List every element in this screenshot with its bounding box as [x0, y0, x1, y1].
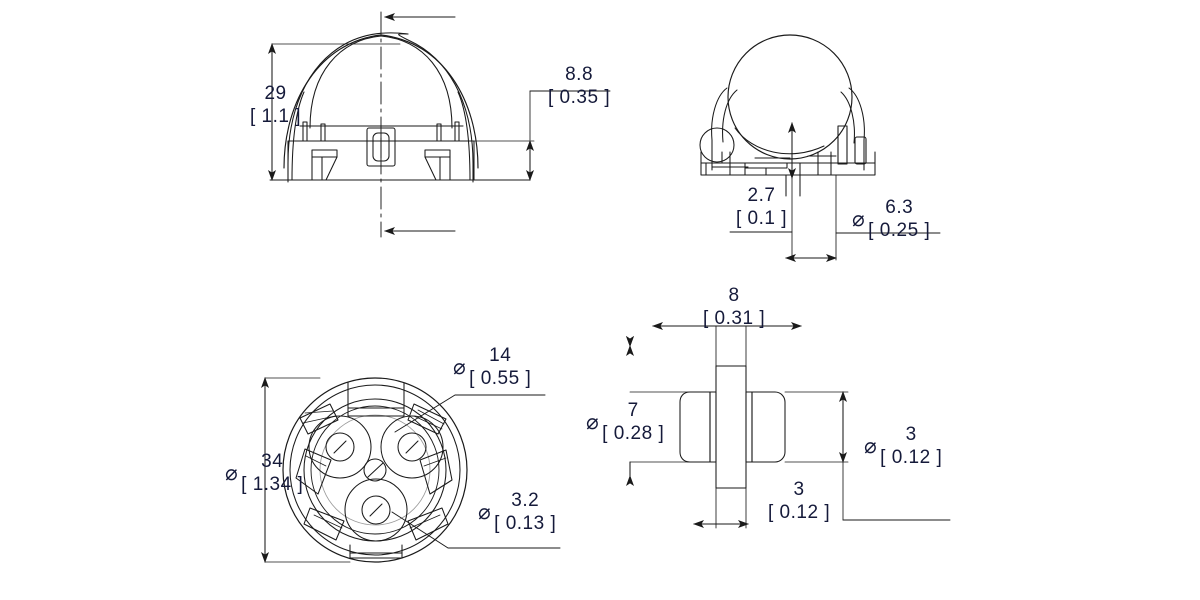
dim-alt-value: [ 0.12 ]	[768, 502, 831, 523]
dim-value: 7	[627, 400, 639, 421]
dimension-text-length-8: 8 [ 0.31 ]	[703, 284, 765, 330]
side-elevation-geometry	[699, 34, 876, 197]
dimension-line-2-7	[729, 122, 796, 259]
dimension-line-3-len	[693, 487, 749, 529]
diameter-icon: ⌀	[852, 207, 866, 231]
dimension-line-29	[268, 43, 401, 181]
dimension-text-offset-8-8: 8.8 [ 0.35 ]	[548, 63, 610, 109]
dimension-text-diameter-3: ⌀ 3 [ 0.12 ]	[864, 423, 942, 469]
dim-alt-value: [ 0.13 ]	[494, 513, 557, 534]
diameter-icon: ⌀	[864, 434, 878, 458]
dim-value: 34	[261, 451, 284, 472]
dim-alt-value: [ 0.28 ]	[602, 423, 665, 444]
dim-alt-value: [ 0.35 ]	[548, 87, 611, 108]
dimension-line-3-dia	[784, 391, 951, 521]
dimension-text-diameter-7: ⌀ 7 [ 0.28 ]	[586, 399, 664, 445]
dim-alt-value: [ 0.1 ]	[736, 208, 788, 229]
dim-alt-value: [ 1.1 ]	[250, 106, 302, 127]
dim-value: 14	[489, 345, 512, 366]
dim-value: 8.8	[565, 64, 594, 85]
pin-detail-geometry	[679, 365, 786, 489]
dimension-line-6-3	[785, 174, 941, 262]
bottom-plan-geometry	[282, 377, 468, 563]
diameter-icon: ⌀	[586, 410, 600, 434]
leader-line-3-2	[391, 511, 561, 549]
dim-value: 2.7	[747, 185, 776, 206]
dimension-text-diameter-3-2: ⌀ 3.2 [ 0.13 ]	[478, 489, 556, 535]
dimension-text-diameter-6-3: ⌀ 6.3 [ 0.25 ]	[852, 196, 930, 242]
dim-value: 3.2	[511, 490, 540, 511]
dimension-line-8-8	[473, 90, 611, 181]
dimension-text-length-3: 3 [ 0.12 ]	[768, 478, 830, 524]
dim-alt-value: [ 1.34 ]	[241, 474, 304, 495]
dimension-text-diameter-14: ⌀ 14 [ 0.55 ]	[453, 344, 531, 390]
dimension-text-offset-2-7: 2.7 [ 0.1 ]	[736, 184, 787, 230]
dim-value: 29	[264, 83, 287, 104]
diameter-icon: ⌀	[478, 500, 492, 524]
dim-alt-value: [ 0.25 ]	[868, 220, 931, 241]
dim-alt-value: [ 0.55 ]	[469, 368, 532, 389]
dim-value: 8	[728, 285, 740, 306]
dimension-line-34	[261, 377, 351, 563]
diameter-icon: ⌀	[453, 355, 467, 379]
dim-value: 3	[793, 479, 805, 500]
dim-value: 3	[905, 424, 917, 445]
dimension-text-height-29: 29 [ 1.1 ]	[250, 82, 301, 128]
dimension-line-7	[626, 336, 716, 486]
diameter-icon: ⌀	[225, 461, 239, 485]
dim-alt-value: [ 0.31 ]	[703, 308, 766, 329]
front-elevation-geometry	[269, 32, 531, 183]
dim-value: 6.3	[885, 197, 914, 218]
dimension-line-8	[652, 322, 802, 369]
dim-alt-value: [ 0.12 ]	[880, 447, 943, 468]
dimension-text-diameter-34: ⌀ 34 [ 1.34 ]	[225, 450, 303, 496]
leader-line-14	[394, 394, 546, 433]
